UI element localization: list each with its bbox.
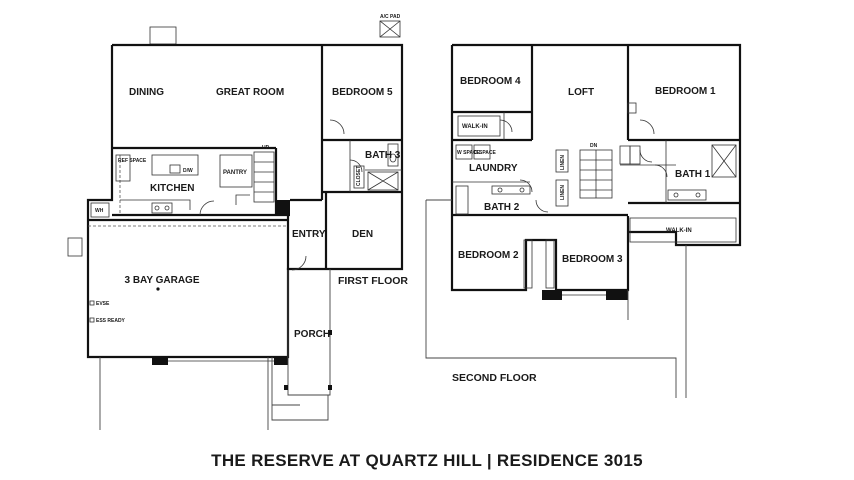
ac-pad [379, 20, 401, 38]
room-label-bath3: BATH 3 [365, 150, 401, 161]
walkin-closet-b1 [629, 217, 737, 243]
room-label-bedroom5: BEDROOM 5 [332, 87, 393, 98]
kitchen-island [151, 154, 199, 176]
room-label-kitchen: KITCHEN [150, 183, 194, 194]
room-label-loft: LOFT [568, 87, 594, 98]
room-label-garage: 3 BAY GARAGE [124, 275, 199, 286]
room-label-bedroom4: BEDROOM 4 [460, 76, 521, 87]
tag-linen-1: LINEN [560, 155, 566, 170]
room-label-great-room: GREAT ROOM [216, 87, 284, 98]
tag-wh: WH [95, 208, 104, 214]
room-label-bath1: BATH 1 [675, 169, 711, 180]
walkin-closet-b4 [457, 115, 501, 137]
room-label-porch: PORCH [294, 329, 330, 340]
tag-linen-2: LINEN [560, 185, 566, 200]
room-label-pantry: PANTRY [223, 170, 247, 176]
ref-space [115, 154, 131, 182]
first-floor-plan [67, 20, 404, 430]
stairs [253, 151, 275, 203]
tag-ess-ready: ESS READY [96, 318, 126, 324]
garage-side-door [67, 237, 83, 257]
roof-outline [425, 200, 677, 398]
bath3-tub [367, 171, 399, 191]
linen-closet-2 [555, 179, 569, 207]
floor-label-second: SECOND FLOOR [452, 372, 537, 384]
first-floor-exterior-wall [112, 43, 404, 271]
washer [455, 144, 473, 160]
tag-evse: EVSE [96, 301, 110, 307]
tag-dn: DN [590, 143, 598, 149]
room-label-walkin-b1: WALK-IN [666, 228, 692, 234]
room-label-dining: DINING [129, 87, 164, 98]
pantry-walls [219, 154, 253, 188]
tag-ref-space: REF SPACE [118, 158, 147, 164]
tag-closet: CLOSET [356, 166, 362, 186]
bath2-tub [455, 185, 469, 215]
room-label-den: DEN [352, 229, 373, 240]
room-label-laundry: LAUNDRY [469, 163, 518, 174]
room-label-bedroom2: BEDROOM 2 [458, 250, 519, 261]
room-label-bedroom1: BEDROOM 1 [655, 86, 716, 97]
floor-label-first: FIRST FLOOR [338, 275, 408, 287]
tag-up: UP [262, 145, 270, 151]
second-floor-plan [425, 43, 742, 398]
dryer [473, 144, 491, 160]
tag-w-space: W SPACE [457, 150, 481, 156]
bath1-shower [711, 144, 737, 178]
tag-ac-pad: A/C PAD [380, 14, 401, 20]
water-heater [90, 202, 110, 218]
plan-title: THE RESERVE AT QUARTZ HILL | RESIDENCE 3… [211, 451, 643, 470]
cooktop [151, 202, 173, 214]
room-label-bedroom3: BEDROOM 3 [562, 254, 623, 265]
linen-closet-1 [555, 149, 569, 173]
room-label-entry: ENTRY [292, 229, 326, 240]
room-label-walkin-b4: WALK-IN [462, 124, 488, 130]
tag-d-space: D SPACE [474, 150, 497, 156]
tag-dw: D/W [183, 168, 193, 174]
room-label-bath2: BATH 2 [484, 202, 520, 213]
exterior-box [149, 26, 177, 45]
second-floor-exterior-wall [452, 43, 742, 247]
